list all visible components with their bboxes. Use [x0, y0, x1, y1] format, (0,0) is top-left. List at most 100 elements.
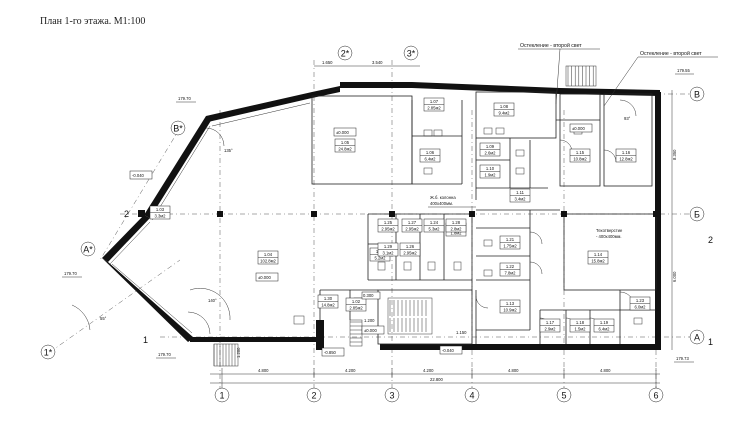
note-opening: Техотверстие [596, 228, 623, 233]
room-number: 1.06 [426, 150, 435, 155]
room-area: 5.2м2 [374, 256, 386, 261]
room-number: 1.22 [506, 264, 515, 269]
axis-label-2star: 2* [341, 49, 350, 59]
dim-right-2: 6.000 [672, 271, 677, 282]
axis-label-astar: А* [83, 245, 93, 255]
room-area: 3.1м2 [382, 251, 394, 256]
axis-label-b: Б [694, 210, 700, 220]
dim-small-3: 1.200 [364, 318, 375, 323]
axis-bubbles-right: В Б А 2 1 [689, 86, 713, 347]
room-area: 3.3м2 [154, 214, 166, 219]
room-tag: 1.252.95м2 [377, 218, 399, 233]
room-area: 6.4м2 [598, 327, 610, 332]
axis-label-v: В [694, 90, 700, 100]
level-m6: ±0.000 [572, 126, 585, 131]
room-area: 102.8м2 [260, 259, 276, 264]
axis-label-3: 3 [389, 391, 394, 401]
room-tag: 1.066.4м2 [419, 148, 441, 163]
room-area: 2.8м2 [450, 227, 462, 232]
room-area: 3.4м2 [514, 197, 526, 202]
level-m1: -0.040 [132, 173, 145, 178]
dim-bottom-3: 4.200 [423, 368, 434, 373]
axis-side-1-left: 1 [143, 335, 148, 345]
room-area: 7.8м2 [504, 271, 516, 276]
room-area: 2.95м2 [405, 227, 419, 232]
drawing-title: План 1-го этажа. М1:100 [40, 16, 145, 27]
room-tags: 1.02 2.85м2 1.03 3.3м2 1.04 102.8м2 1.0524.8м2… [149, 97, 651, 333]
room-number: 1.26 [406, 244, 415, 249]
level-m5: ±0.000 [336, 130, 349, 135]
room-number: 1.28 [452, 220, 461, 225]
room-number: 1.02 [352, 299, 361, 304]
room-tag: 1.04 102.8м2 [257, 250, 279, 265]
room-tag: 1.113.4м2 [509, 188, 531, 203]
dim-bottom-1: 4.800 [258, 368, 269, 373]
glazing [109, 102, 311, 334]
axis-label-a: А [694, 333, 700, 343]
levels: 179.70 179.55 179.70 179.70 179.73 -0.04… [62, 68, 694, 363]
axis-label-1: 1 [219, 391, 224, 401]
door-swings [187, 99, 637, 335]
level-m2: -0.040 [442, 348, 455, 353]
room-number: 1.15 [576, 150, 585, 155]
room-tag: 1.293.1м2 [377, 242, 399, 257]
dim-small-2: 1.150 [456, 330, 467, 335]
room-area: 1.8м2 [450, 231, 462, 236]
room-number: 1.27 [408, 220, 417, 225]
room-number: 1.16 [622, 150, 631, 155]
note-column: Ж.б. колонна [430, 195, 456, 200]
room-area: 1.5м2 [574, 327, 586, 332]
room-tag: 1.181.5м2 [569, 318, 591, 333]
axis-label-6: 6 [653, 391, 658, 401]
stair [389, 300, 427, 332]
room-number: 1.13 [506, 301, 515, 306]
angles: 135° 140° 55° 93° [71, 116, 631, 331]
axis-bubbles-aux: 2* 3* 1* А* В* 2 1 [40, 45, 419, 360]
room-tag: 1.09 2.6м2 [479, 142, 501, 157]
room-area: 9.4м2 [498, 111, 510, 116]
axis-label-4: 4 [469, 391, 474, 401]
dimensions: 4.800 4.200 4.200 4.800 4.800 22.800 1.6… [210, 60, 677, 388]
room-area: 10.9м2 [503, 308, 517, 313]
room-number: 1.04 [264, 252, 273, 257]
room-area: 2.9м2 [544, 327, 556, 332]
level-m7: ±0.000 [364, 328, 377, 333]
room-number: 1.03 [156, 207, 165, 212]
dim-top-2: 3.540 [372, 60, 383, 65]
note-glazing-1: Остекление - второй свет [520, 42, 582, 49]
room-area: 1.9м2 [484, 173, 496, 178]
dim-bottom-4: 4.800 [508, 368, 519, 373]
room-tag: 1.02 2.85м2 [345, 297, 367, 312]
axis-label-1star: 1* [44, 348, 53, 358]
level-m8: 0.300 [363, 293, 374, 298]
axis-label-bstar: В* [173, 124, 183, 134]
room-tag: 1.172.9м2 [539, 318, 561, 333]
axis-side-2: 2 [708, 235, 713, 245]
room-tag: 1.089.4м2 [493, 102, 515, 117]
room-number: 1.23 [636, 298, 645, 303]
room-number: 1.09 [486, 144, 495, 149]
angle-1: 135° [224, 148, 233, 153]
room-tag: 1.101.9м2 [479, 164, 501, 179]
note-opening-size: - 400х400мм. [596, 234, 622, 239]
level-br: 179.73 [676, 356, 689, 361]
room-area: 2.6м2 [484, 151, 496, 156]
level-m4: ±0.000 [258, 275, 271, 280]
room-area: 15.8м2 [591, 259, 605, 264]
room-area: 6.0м2 [634, 305, 646, 310]
room-number: 1.05 [341, 140, 350, 145]
axis-label-5: 5 [561, 391, 566, 401]
dim-small-1: 1.200 [236, 347, 241, 358]
dim-bottom-2: 4.200 [345, 368, 356, 373]
notes: Остекление - второй свет Остекление - вт… [428, 42, 718, 239]
room-tag: 1.27 2.95м2 [401, 218, 423, 233]
axis-label-2: 2 [311, 391, 316, 401]
room-number: 1.21 [506, 237, 515, 242]
note-glazing-2: Остекление - второй свет [640, 50, 702, 57]
room-area: 2.85м2 [349, 306, 363, 311]
exterior-walls [102, 82, 661, 350]
